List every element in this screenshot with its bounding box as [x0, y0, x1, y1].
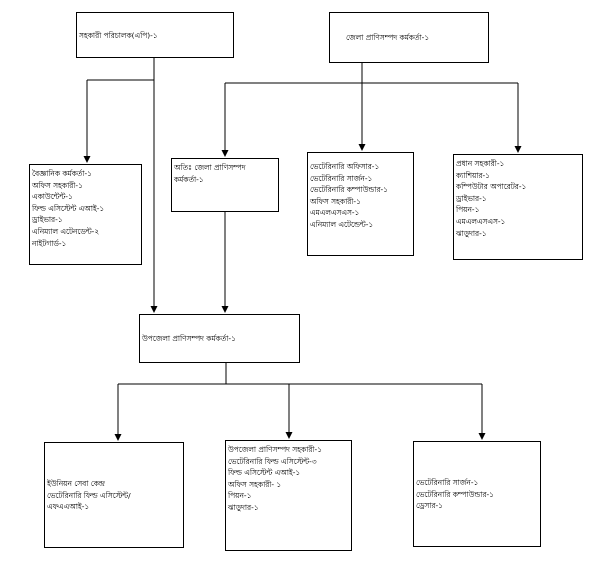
left-staff-line: একাউন্টেন্ট-১ [32, 192, 73, 202]
upazila-staff-line: উপজেলা প্রাণিসম্পদ সহকারী-১ [228, 445, 322, 454]
upazila-staff-line: ঝাড়ুদার-১ [228, 502, 259, 512]
left-staff-line: অফিস সহকারী-১ [32, 180, 83, 190]
left-staff-line: এনিম্যাল এটেনডেন্ট-২ [32, 226, 100, 236]
left-staff-box: বৈজ্ঞানিক কর্মকর্তা-১ অফিস সহকারী-১ একাউ… [29, 164, 142, 265]
admin-staff-line: প্রধান সহকারী-১ [456, 159, 505, 168]
union-line: এফএএআই-১ [47, 502, 90, 512]
upazila-staff-line: পিয়ন-১ [228, 491, 252, 501]
admin-staff-line: এমএলএসএস-১ [456, 216, 506, 226]
upazila-staff-line: ফিল্ড এসিস্টেন্ট এআই-১ [228, 468, 301, 478]
union-box: ইউনিয়ন সেবা কেন্দ্র ভেটেরিনারি ফিল্ড এস… [44, 442, 184, 548]
admin-staff-box: প্রধান সহকারী-১ ক্যাশিয়ার-১ কম্পিউটার অ… [453, 154, 583, 260]
field-vet-line: ভেটেরিনারি সার্জন-১ [416, 478, 479, 488]
addl-dlo-line: কর্মকর্তা-১ [174, 174, 204, 184]
admin-staff-line: পিয়ন-১ [456, 205, 480, 215]
left-staff-line: ফিল্ড এসিস্টেন্ট এআই-১ [32, 203, 105, 213]
dlo-line: জেলা প্রাণিসম্পদ কর্মকর্তা-১ [346, 33, 430, 43]
left-staff-line: ড্রাইভার-১ [32, 215, 63, 225]
field-vet-line: ভেটেরিনারি কম্পাউন্ডার-১ [416, 489, 494, 499]
admin-staff-line: ড্রাইভার-১ [456, 193, 487, 203]
vet-staff-line: ভেটেরিনারি কম্পাউন্ডার-১ [310, 185, 388, 195]
vet-staff-line: এমএলএসএস-১ [310, 208, 360, 218]
addl-dlo-box: অতিঃ জেলা প্রাণিসম্পদ কর্মকর্তা-১ [171, 158, 279, 212]
upazila-staff-line: অফিস সহকারী- ১ [228, 479, 282, 489]
left-staff-line: বৈজ্ঞানিক কর্মকর্তা-১ [32, 169, 92, 178]
ulo-line: উপজেলা প্রাণিসম্পদ কর্মকর্তা-১ [142, 334, 236, 344]
addl-dlo-line: অতিঃ জেলা প্রাণিসম্পদ [174, 163, 246, 172]
vet-staff-box: ভেটেরিনারি অফিসার-১ ভেটেরিনারি সার্জন-১ … [307, 152, 414, 256]
vet-staff-line: ভেটেরিনারি অফিসার-১ [310, 162, 380, 171]
admin-staff-line: ক্যাশিয়ার-১ [456, 170, 490, 180]
union-line: ইউনিয়ন সেবা কেন্দ্র [47, 479, 105, 489]
field-vet-box: ভেটেরিনারি সার্জন-১ ভেটেরিনারি কম্পাউন্ড… [413, 441, 541, 547]
vet-staff-line: অফিস সহকারী-১ [310, 196, 361, 206]
vet-staff-line: ভেটেরিনারি সার্জন-১ [310, 173, 373, 183]
admin-staff-line: কম্পিউটার অপারেটর-১ [456, 182, 527, 192]
director-box: সহকারী পরিচালক(এপি)-১ [76, 12, 234, 58]
upazila-staff-line: ভেটেরিনারি ফিল্ড এসিস্টেন্ট-৩ [228, 456, 317, 466]
admin-staff-line: ঝাড়ুদার-১ [456, 228, 487, 238]
union-line: ভেটেরিনারি ফিল্ড এসিস্টেন্ট/ [47, 490, 131, 500]
upazila-staff-box: উপজেলা প্রাণিসম্পদ সহকারী-১ ভেটেরিনারি ফ… [225, 440, 352, 551]
dlo-box: জেলা প্রাণিসম্পদ কর্মকর্তা-১ [329, 12, 489, 63]
vet-staff-line: এনিম্যাল এটেন্ডেন্ট-১ [310, 219, 374, 229]
ulo-box: উপজেলা প্রাণিসম্পদ কর্মকর্তা-১ [139, 314, 300, 363]
director-line: সহকারী পরিচালক(এপি)-১ [79, 30, 158, 40]
field-vet-line: ড্রেসার-১ [416, 501, 443, 511]
left-staff-line: নাইটগার্ড-১ [32, 238, 67, 248]
